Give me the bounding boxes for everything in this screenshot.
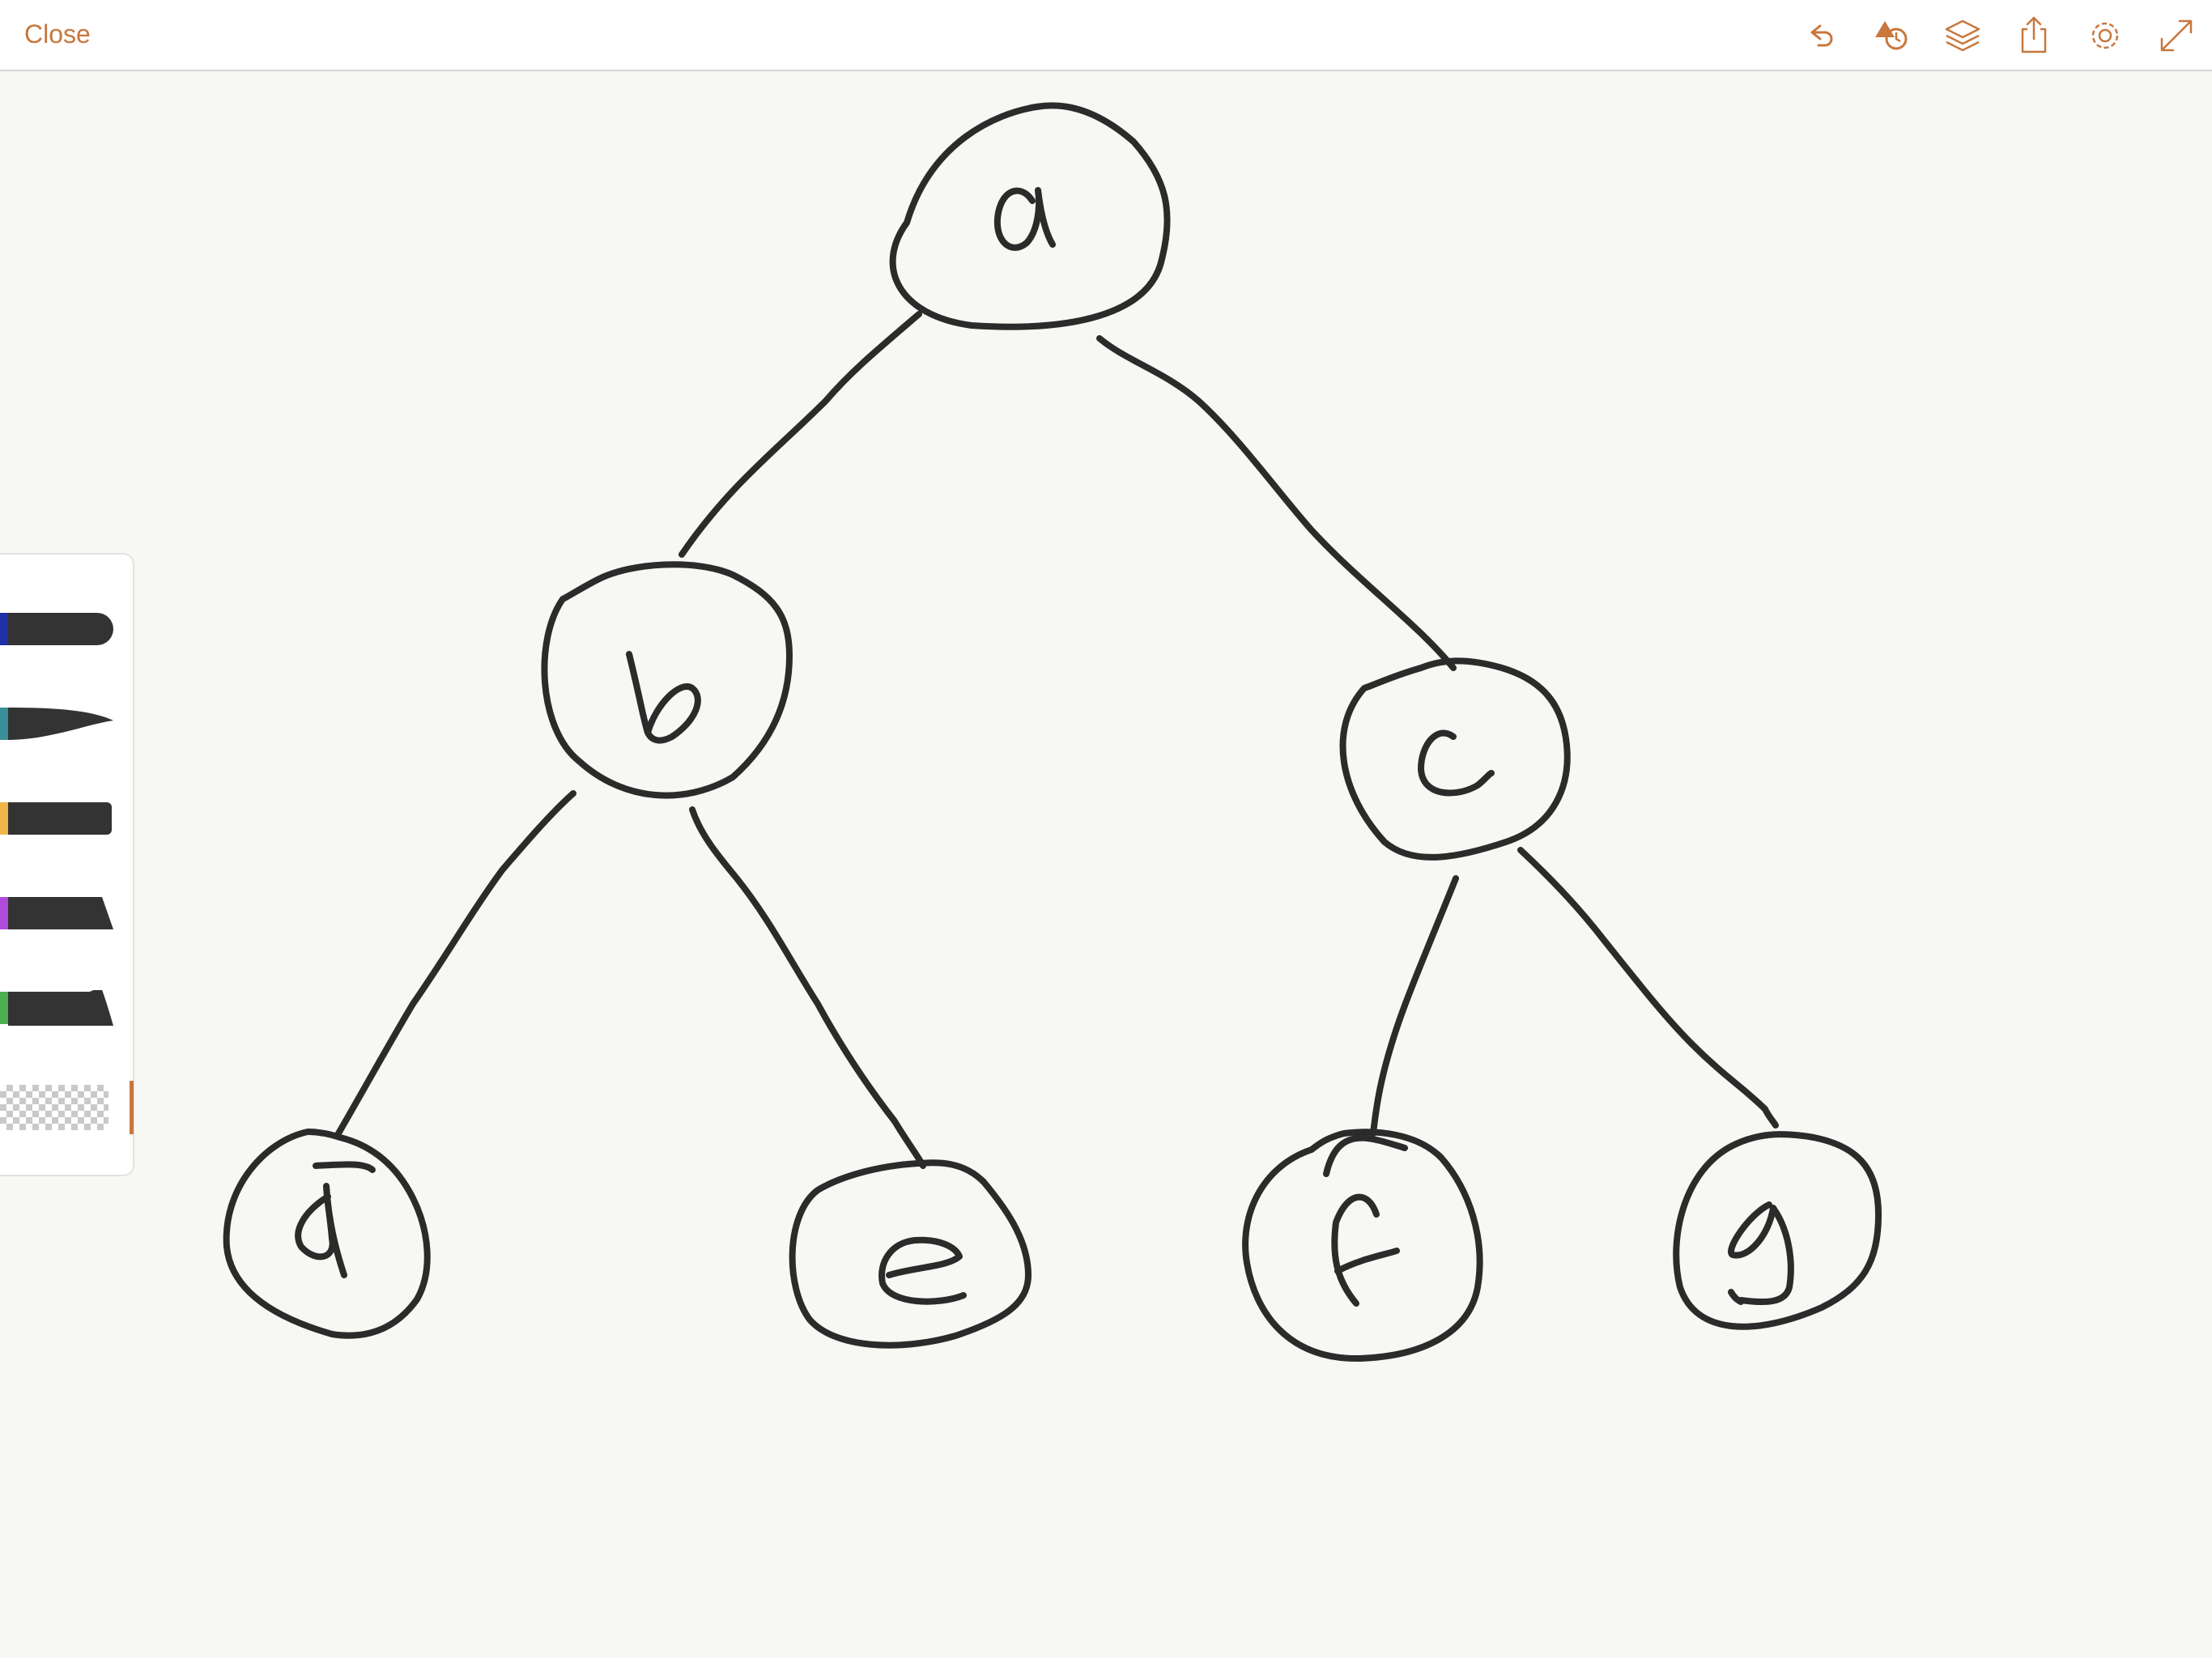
node-c-letter <box>1418 729 1495 797</box>
brush-calligraphy[interactable] <box>0 990 115 1026</box>
node-a-circle <box>889 102 1171 330</box>
brush-ink[interactable] <box>0 706 115 742</box>
share-icon[interactable] <box>2013 15 2055 57</box>
shapes-icon[interactable] <box>1870 15 1912 57</box>
layers-icon[interactable] <box>1942 15 1984 57</box>
node-g-circle <box>1673 1131 1882 1330</box>
drawing-canvas[interactable] <box>0 71 2212 1658</box>
tree-drawing <box>223 102 1882 1363</box>
edge-b-d <box>335 790 576 1137</box>
edge-c-f <box>1370 875 1459 1137</box>
brush-panel <box>0 553 134 1176</box>
node-a-letter <box>993 187 1056 251</box>
node-b-letter <box>626 651 701 744</box>
node-d-letter <box>295 1161 376 1278</box>
node-f-letter <box>1323 1134 1408 1307</box>
fullscreen-icon[interactable] <box>2155 15 2197 57</box>
node-e-circle <box>789 1159 1032 1349</box>
opacity-marker[interactable] <box>130 1081 134 1134</box>
node-b-circle <box>541 561 793 799</box>
settings-icon[interactable] <box>2084 15 2126 57</box>
node-g-letter <box>1728 1201 1794 1306</box>
brush-chisel[interactable] <box>0 895 115 931</box>
close-button[interactable]: Close <box>24 19 91 49</box>
node-d-circle <box>223 1129 431 1339</box>
edge-c-g <box>1517 847 1779 1129</box>
brush-marker[interactable] <box>0 611 115 647</box>
node-e-letter <box>878 1236 967 1305</box>
edge-b-e <box>689 806 926 1169</box>
node-f-circle <box>1242 1129 1483 1363</box>
top-toolbar: Close <box>0 0 2212 71</box>
edge-a-b <box>678 311 922 558</box>
opacity-swatch[interactable] <box>0 1085 108 1130</box>
node-c-circle <box>1339 657 1571 861</box>
undo-icon[interactable] <box>1799 15 1841 57</box>
brush-pencil[interactable] <box>0 801 115 836</box>
edge-a-c <box>1096 335 1457 671</box>
